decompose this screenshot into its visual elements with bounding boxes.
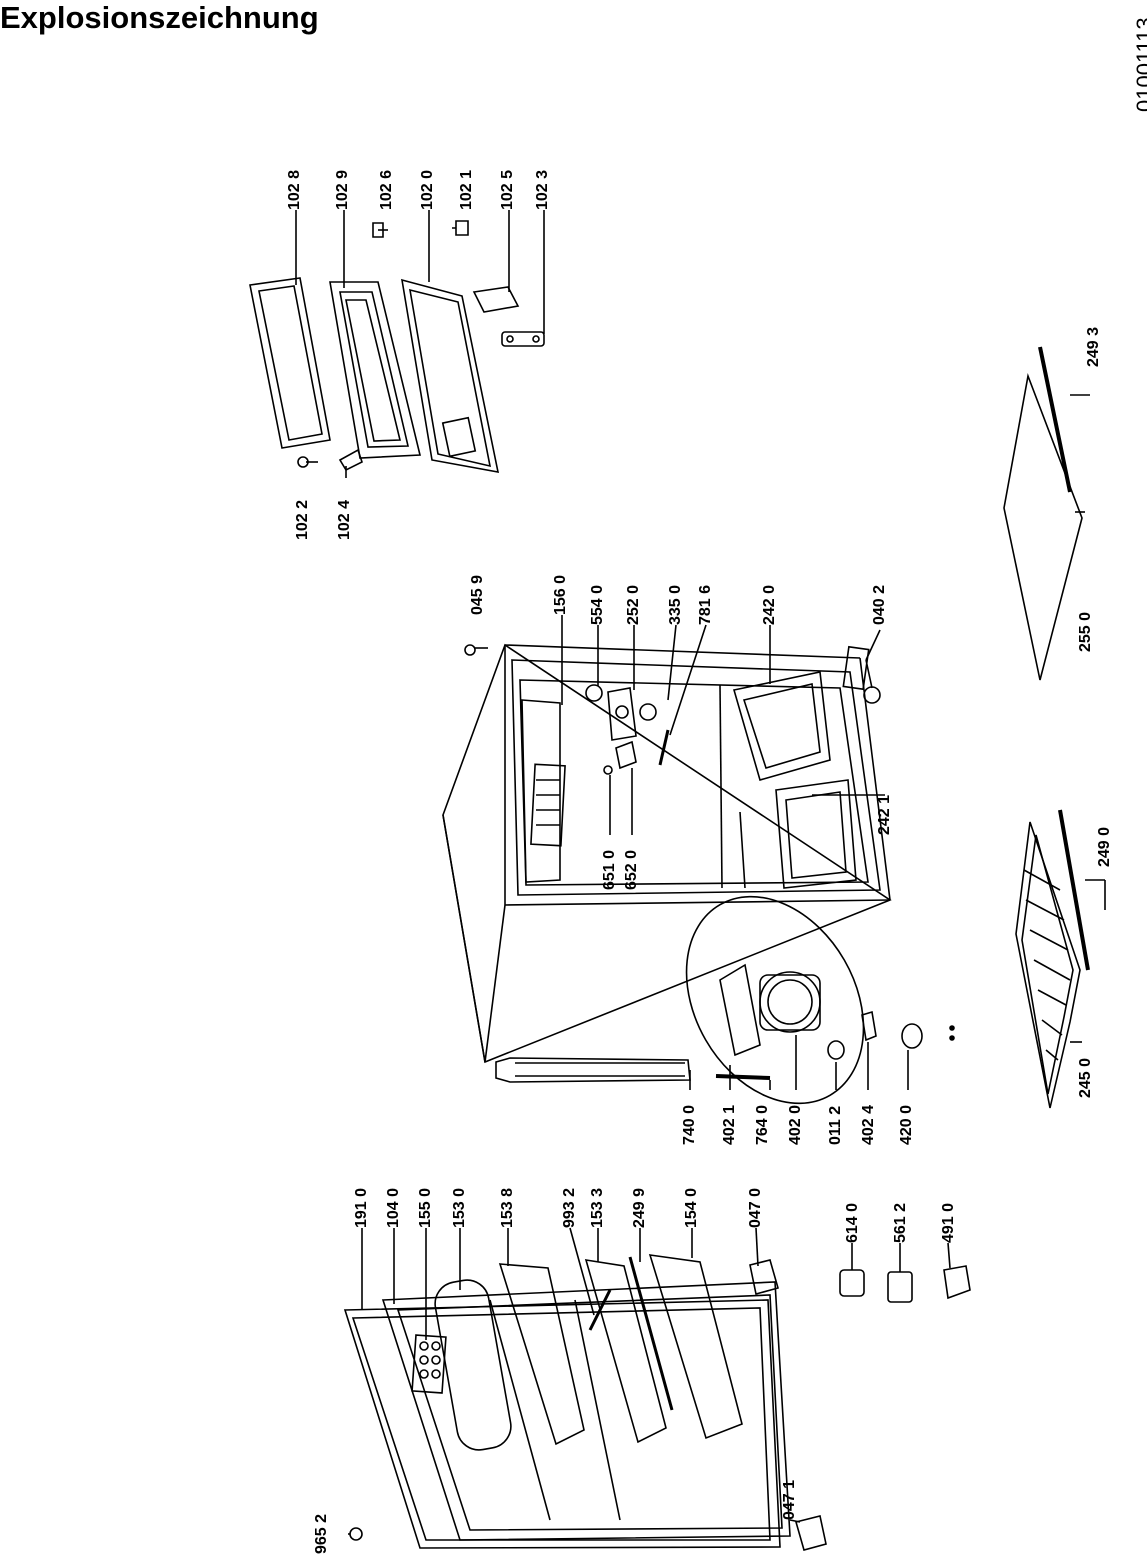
crisper-lower-part [776, 780, 856, 888]
cabinet-outer-shell [443, 645, 890, 1062]
label-lamp-socket: 651 0 [601, 849, 618, 890]
freezer-door-part [402, 280, 498, 472]
thermostat-knob-part [586, 685, 602, 701]
label-egg-tray: 155 0 [417, 1187, 434, 1228]
label-top-screw: 045 9 [469, 574, 486, 615]
label-glass-shelf-trim: 249 3 [1085, 326, 1102, 367]
wire-shelf-part [1016, 822, 1080, 1108]
label-top-pin: 965 2 [313, 1513, 330, 1554]
label-condenser: 740 0 [681, 1104, 698, 1145]
label-glass-shelf: 255 0 [1077, 611, 1094, 652]
glass-shelf-part [1004, 376, 1082, 680]
label-crisper-upper: 242 0 [761, 584, 778, 625]
rubber-foot-part [828, 1041, 844, 1059]
label-bottle-shelf: 154 0 [683, 1187, 700, 1228]
bottle-shelf-part [650, 1255, 742, 1438]
egg-tray-part [412, 1335, 446, 1393]
door-catch-part [340, 450, 362, 470]
door-shelf-upper-part [500, 1264, 584, 1444]
label-bottle-retainer: 993 2 [561, 1187, 578, 1228]
label-thermostat-knob: 554 0 [589, 584, 606, 625]
door-seal-part [250, 278, 330, 448]
compressor-detail-circle [651, 865, 900, 1136]
label-door-shelf-middle: 153 3 [589, 1187, 606, 1228]
spare-part-a-part [840, 1270, 864, 1296]
label-hinge-upper: 102 6 [378, 169, 395, 210]
label-foot-bracket: 040 2 [871, 584, 888, 625]
starter-part [902, 1024, 922, 1048]
compressor-bracket-part [720, 965, 760, 1055]
label-shelf-strip: 249 9 [631, 1187, 648, 1228]
label-door-catch: 102 4 [336, 499, 353, 540]
page-title: Explosionszeichnung [0, 0, 319, 35]
top-screw-part [465, 645, 475, 655]
label-thermostat: 652 0 [623, 849, 640, 890]
bottle-retainer-part [590, 1290, 610, 1330]
sensor-tube-part [660, 730, 668, 765]
label-spare-part-a: 614 0 [844, 1202, 861, 1243]
label-hinge-bracket: 102 3 [534, 169, 551, 210]
door-shelf-middle-part [586, 1260, 666, 1442]
door-panel-part [383, 1282, 790, 1540]
hinge-lower-part [750, 1260, 778, 1294]
label-door-frame: 191 0 [353, 1187, 370, 1228]
label-flap: 102 5 [499, 169, 516, 210]
compressor-group [496, 865, 954, 1136]
thermostat-part [616, 742, 636, 768]
label-compressor-bracket: 402 1 [721, 1104, 738, 1145]
label-relay-clip: 402 4 [860, 1104, 877, 1145]
flap-part [474, 287, 518, 312]
label-compressor: 402 0 [787, 1104, 804, 1145]
label-hinge-part: 102 1 [458, 169, 475, 210]
hinge-part [452, 221, 468, 235]
label-hinge-lower: 047 0 [747, 1187, 764, 1228]
door-frame-part [345, 1300, 780, 1548]
dryer-part [716, 1076, 770, 1078]
label-sensor-tube: 781 6 [697, 584, 714, 625]
label-dairy-flap: 153 0 [451, 1187, 468, 1228]
shelves-group [1004, 347, 1105, 1108]
fridge-door-group [345, 1228, 970, 1550]
label-dryer: 764 0 [754, 1104, 771, 1145]
label-door-shelf-upper: 153 8 [499, 1187, 516, 1228]
label-crisper-lower: 242 1 [876, 794, 893, 835]
label-wire-shelf-trim: 249 0 [1096, 826, 1113, 867]
label-starter: 420 0 [898, 1104, 915, 1145]
door-liner-part [330, 282, 420, 458]
label-door-screw: 102 2 [294, 499, 311, 540]
spare-part-b-part [888, 1272, 912, 1302]
label-door-liner: 102 9 [334, 169, 351, 210]
compressor-part [760, 972, 820, 1032]
dairy-flap-part [432, 1277, 515, 1454]
label-ice-tray: 156 0 [552, 574, 569, 615]
label-door-seal: 102 8 [286, 169, 303, 210]
glass-shelf-trim-part [1040, 347, 1070, 492]
wire-shelf-trim-part [1060, 810, 1088, 970]
label-door-panel: 104 0 [385, 1187, 402, 1228]
relay-clip-part [862, 1012, 876, 1040]
label-rubber-foot: 011 2 [827, 1105, 844, 1145]
label-lamp-cover: 335 0 [667, 584, 684, 625]
label-spare-part-b: 561 2 [892, 1202, 909, 1243]
label-freezer-door: 102 0 [419, 169, 436, 210]
spare-part-c-part [944, 1266, 970, 1298]
hinge-bracket-part [502, 332, 544, 346]
shelf-strip-part [630, 1257, 672, 1410]
label-spare-part-c: 491 0 [940, 1202, 957, 1243]
cabinet-group [443, 615, 890, 1062]
lamp-cover-part [640, 704, 656, 720]
crisper-upper-part [734, 672, 830, 780]
condenser-part [496, 1058, 690, 1082]
label-hinge-cap: 047 1 [781, 1479, 798, 1520]
foot-bracket-part [843, 647, 868, 689]
lamp-socket-part [604, 766, 612, 774]
freezer-door-group [250, 210, 544, 478]
label-thermostat-housing: 252 0 [625, 584, 642, 625]
hinge-cap-part [796, 1516, 826, 1550]
ice-tray-compartment [522, 700, 560, 882]
top-pin-part [350, 1528, 362, 1540]
thermostat-housing-part [608, 688, 636, 740]
label-wire-shelf: 245 0 [1077, 1057, 1094, 1098]
